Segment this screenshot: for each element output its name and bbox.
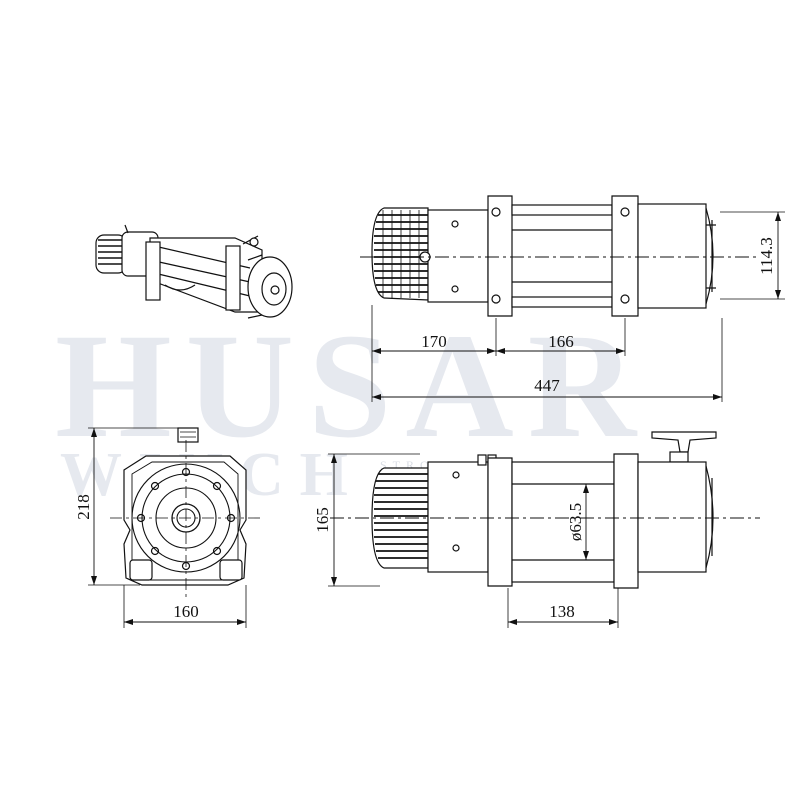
dim-447 bbox=[372, 394, 722, 400]
top-bolt-2 bbox=[451, 285, 459, 293]
end-top-clamp bbox=[177, 427, 199, 443]
watermark-brand: HUSAR bbox=[55, 303, 651, 469]
dim-label-165: 165 bbox=[313, 507, 332, 533]
end-view bbox=[88, 427, 262, 628]
side-frame bbox=[487, 453, 639, 589]
dim-63-5 bbox=[583, 484, 589, 560]
dim-label-138: 138 bbox=[549, 602, 575, 621]
dim-160 bbox=[123, 585, 247, 628]
top-gearbox bbox=[637, 203, 716, 309]
dim-170 bbox=[372, 348, 496, 354]
top-frame bbox=[487, 195, 639, 317]
side-motor-housing bbox=[427, 461, 489, 573]
side-gearbox bbox=[637, 461, 714, 573]
iso-frame bbox=[145, 235, 263, 313]
top-bolt-1 bbox=[451, 220, 459, 228]
dim-label-170: 170 bbox=[421, 332, 447, 351]
end-foot-right bbox=[219, 559, 243, 581]
side-clutch-handle bbox=[651, 431, 717, 463]
dim-label-218: 218 bbox=[74, 494, 93, 520]
dim-label-114-3: 114.3 bbox=[757, 237, 776, 275]
dim-label-160: 160 bbox=[173, 602, 199, 621]
side-view bbox=[328, 431, 760, 628]
iso-gearbox bbox=[247, 254, 293, 319]
dim-218 bbox=[88, 427, 180, 586]
dim-label-63-5: ø63.5 bbox=[566, 503, 585, 541]
end-foot-left bbox=[129, 559, 153, 581]
isometric-view bbox=[95, 224, 293, 319]
dim-114-3 bbox=[720, 211, 785, 300]
dimension-labels: 170 166 447 114.3 218 160 165 ø63.5 138 bbox=[74, 237, 776, 621]
top-motor-fins bbox=[371, 207, 429, 301]
dim-165 bbox=[328, 453, 420, 587]
dim-166 bbox=[496, 348, 625, 354]
dim-label-447: 447 bbox=[534, 376, 560, 395]
top-view bbox=[360, 195, 785, 402]
dim-138 bbox=[507, 588, 619, 628]
end-housing bbox=[123, 455, 247, 586]
dim-label-166: 166 bbox=[548, 332, 574, 351]
